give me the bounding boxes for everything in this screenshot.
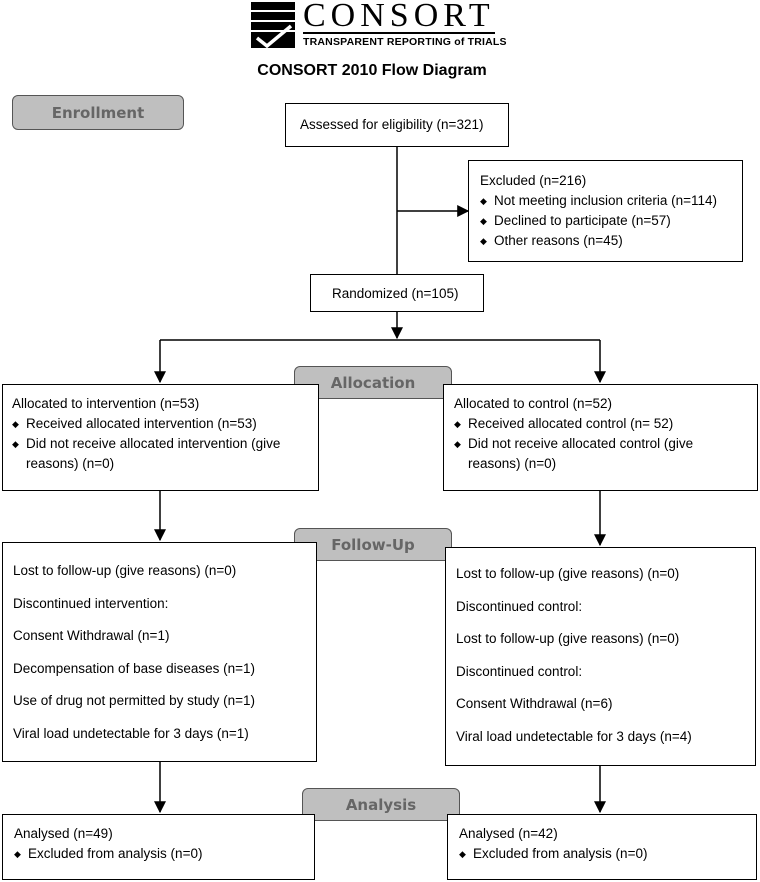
excluded-heading: Excluded (n=216) bbox=[480, 173, 587, 188]
analysis-intervention-item: ◆Excluded from analysis (n=0) bbox=[14, 844, 314, 864]
excluded-item: ◆Not meeting inclusion criteria (n=114) bbox=[480, 191, 742, 211]
followup-intervention-line: Lost to follow-up (give reasons) (n=0) bbox=[13, 563, 237, 578]
randomized-box: Randomized (n=105) bbox=[310, 274, 484, 312]
assessed-text: Assessed for eligibility (n=321) bbox=[300, 117, 484, 132]
followup-intervention-box: Lost to follow-up (give reasons) (n=0) D… bbox=[2, 542, 317, 762]
randomized-text: Randomized (n=105) bbox=[332, 286, 459, 301]
analysis-control-box: Analysed (n=42) ◆Excluded from analysis … bbox=[447, 814, 757, 880]
stage-analysis: Analysis bbox=[302, 788, 460, 821]
logo-wordmark: CONSORT bbox=[303, 0, 495, 34]
bullet-diamond-icon: ◆ bbox=[459, 849, 466, 859]
stage-allocation: Allocation bbox=[294, 366, 452, 399]
allocated-control-item: ◆Did not receive allocated control (give… bbox=[454, 434, 749, 474]
bullet-diamond-icon: ◆ bbox=[480, 196, 487, 206]
excluded-item: ◆Other reasons (n=45) bbox=[480, 231, 742, 251]
followup-control-line: Discontinued control: bbox=[456, 663, 583, 679]
followup-intervention-line: Consent Withdrawal (n=1) bbox=[13, 628, 170, 643]
allocated-intervention-item: ◆Did not receive allocated intervention … bbox=[12, 434, 310, 474]
bullet-diamond-icon: ◆ bbox=[480, 216, 487, 226]
followup-control-line: Discontinued control: bbox=[456, 598, 583, 614]
bullet-diamond-icon: ◆ bbox=[12, 439, 19, 449]
allocated-control-item: ◆Received allocated control (n= 52) bbox=[454, 414, 749, 434]
consort-logo-icon bbox=[251, 2, 295, 49]
bullet-diamond-icon: ◆ bbox=[480, 236, 487, 246]
analysis-intervention-heading: Analysed (n=49) bbox=[14, 826, 113, 841]
diagram-title: CONSORT 2010 Flow Diagram bbox=[257, 62, 487, 79]
stage-enrollment: Enrollment bbox=[12, 95, 184, 130]
followup-control-line: Consent Withdrawal (n=6) bbox=[456, 696, 613, 711]
allocated-intervention-heading: Allocated to intervention (n=53) bbox=[12, 396, 200, 411]
followup-control-line: Viral load undetectable for 3 days (n=4) bbox=[456, 728, 692, 744]
analysis-intervention-box: Analysed (n=49) ◆Excluded from analysis … bbox=[2, 814, 315, 880]
followup-intervention-line: Use of drug not permitted by study (n=1) bbox=[13, 693, 255, 708]
followup-intervention-line: Viral load undetectable for 3 days (n=1) bbox=[13, 725, 249, 741]
allocated-control-heading: Allocated to control (n=52) bbox=[454, 396, 612, 411]
stage-follow-up: Follow-Up bbox=[294, 528, 452, 561]
followup-control-box: Lost to follow-up (give reasons) (n=0) D… bbox=[445, 547, 756, 766]
analysis-control-heading: Analysed (n=42) bbox=[459, 826, 558, 841]
assessed-box: Assessed for eligibility (n=321) bbox=[285, 103, 509, 147]
excluded-item: ◆Declined to participate (n=57) bbox=[480, 211, 742, 231]
followup-intervention-line: Discontinued intervention: bbox=[13, 595, 169, 611]
allocated-intervention-item: ◆Received allocated intervention (n=53) bbox=[12, 414, 310, 434]
bullet-diamond-icon: ◆ bbox=[14, 849, 21, 859]
excluded-box: Excluded (n=216) ◆Not meeting inclusion … bbox=[468, 160, 743, 262]
logo-rule bbox=[303, 32, 495, 34]
analysis-control-item: ◆Excluded from analysis (n=0) bbox=[459, 844, 756, 864]
followup-control-line: Lost to follow-up (give reasons) (n=0) bbox=[456, 631, 680, 646]
bullet-diamond-icon: ◆ bbox=[454, 439, 461, 449]
bullet-diamond-icon: ◆ bbox=[12, 419, 19, 429]
followup-control-line: Lost to follow-up (give reasons) (n=0) bbox=[456, 566, 680, 581]
logo-tagline: TRANSPARENT REPORTING of TRIALS bbox=[303, 36, 507, 48]
allocated-intervention-box: Allocated to intervention (n=53) ◆Receiv… bbox=[2, 384, 319, 491]
followup-intervention-line: Decompensation of base diseases (n=1) bbox=[13, 660, 256, 676]
bullet-diamond-icon: ◆ bbox=[454, 419, 461, 429]
allocated-control-box: Allocated to control (n=52) ◆Received al… bbox=[443, 384, 758, 491]
